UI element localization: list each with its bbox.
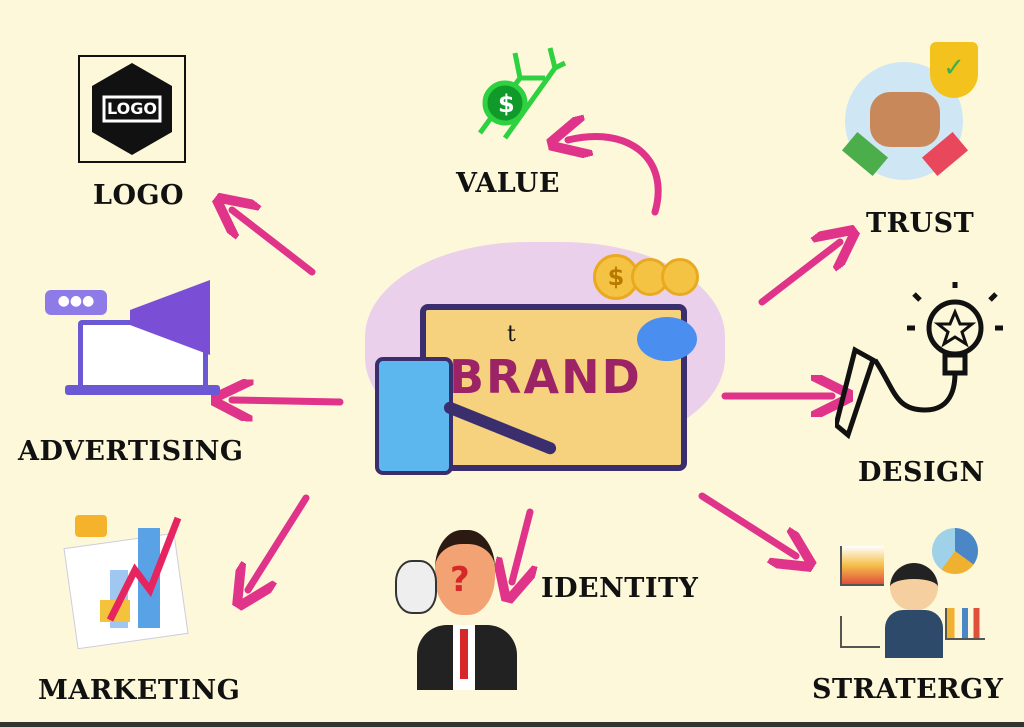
dollar-growth-icon: $: [477, 47, 567, 140]
megaphone-laptop-icon: ●●●: [40, 275, 220, 400]
marketing-chart-icon: [60, 510, 200, 650]
node-label-advertising: ADVERTISING: [18, 436, 244, 467]
brand-title: BRAND: [449, 350, 642, 404]
node-label-marketing: MARKETING: [38, 675, 241, 706]
arrow-to-logo: [232, 210, 316, 276]
arrow-to-advertising: [232, 400, 344, 402]
bottom-border: [0, 722, 1024, 727]
phone: [375, 357, 453, 475]
node-label-value: VALUE: [456, 168, 560, 199]
strategy-person-charts-icon: [840, 528, 985, 658]
arrow-to-identity: [512, 508, 530, 582]
shield-check-icon: ✓: [930, 42, 978, 98]
node-label-identity: IDENTITY: [541, 573, 699, 604]
logo-icon: LOGO: [78, 55, 186, 163]
pencil-lightbulb-icon: [835, 282, 1003, 440]
stray-letter: t: [507, 322, 516, 347]
brand-illustration: $ BRAND t: [345, 232, 735, 475]
logo-icon-text: LOGO: [107, 99, 157, 118]
arrow-to-trust: [758, 242, 840, 306]
node-label-strategy: STRATERGY: [812, 674, 1004, 705]
arrow-to-marketing: [248, 494, 310, 590]
masked-person-icon: ?: [395, 525, 520, 690]
chat-bubble-icon: [637, 317, 697, 361]
coins-icon: $: [593, 254, 699, 300]
node-label-trust: TRUST: [866, 208, 975, 239]
node-label-design: DESIGN: [858, 457, 985, 488]
arrow-to-value: [568, 137, 662, 216]
arrow-to-strategy: [698, 492, 796, 556]
node-label-logo: LOGO: [93, 180, 185, 211]
svg-text:$: $: [498, 90, 515, 118]
